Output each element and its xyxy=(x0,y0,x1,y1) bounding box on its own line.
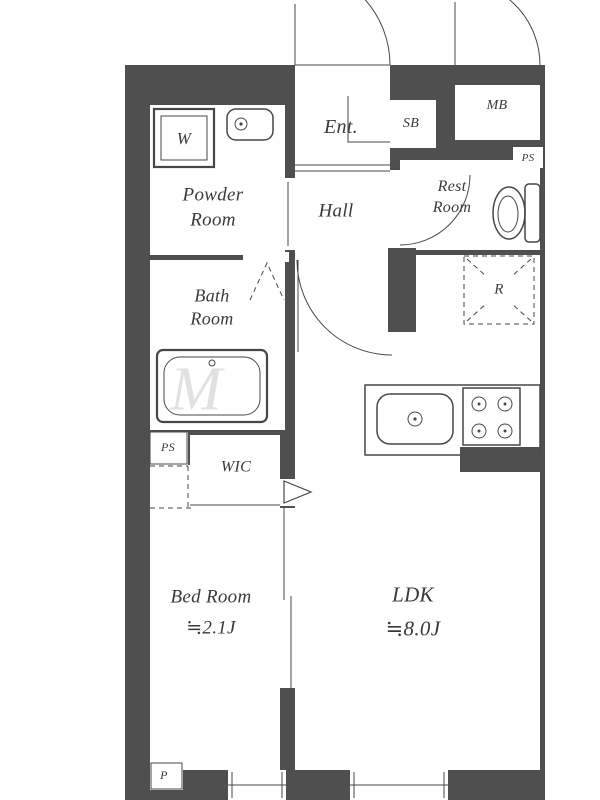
restroom-door-arc-icon xyxy=(399,174,471,246)
wall-blocks xyxy=(388,248,416,332)
box-outlines xyxy=(149,431,188,790)
entrance-door-swing-icon xyxy=(294,0,541,66)
windows-icon xyxy=(228,772,448,798)
room-label-bath-room: Bath Room xyxy=(190,285,234,329)
powder-sink-icon xyxy=(226,108,274,141)
room-label-meter-box: MB xyxy=(486,97,508,113)
room-label-entrance: Ent. xyxy=(324,116,358,138)
powder-door-opening xyxy=(285,178,295,250)
room-label-pipe-space-left: PS xyxy=(161,440,175,455)
bed-room-area xyxy=(150,505,280,770)
room-label-pipe-bottom: P xyxy=(160,768,168,783)
bathtub-icon xyxy=(155,348,269,424)
hall-ldk-door-arc-icon xyxy=(296,259,393,356)
bedroom-door-opening xyxy=(280,508,295,688)
pipe-space-left-lower-area xyxy=(150,465,190,510)
room-label-washing-machine: W xyxy=(176,128,192,148)
entrance-hall-area xyxy=(295,65,390,255)
kitchen-sink-icon xyxy=(376,393,454,445)
wic-area xyxy=(190,435,280,505)
room-label-wic: WIC xyxy=(220,458,252,476)
room-label-powder-room: Powder Room xyxy=(182,184,244,230)
bath-door-opening xyxy=(243,252,289,262)
shoe-box-area xyxy=(388,100,436,148)
room-label-ldk: LDK ≒8.0J xyxy=(385,582,441,640)
room-label-rest-room: Rest Room xyxy=(432,178,472,216)
refrigerator-icon xyxy=(463,255,535,325)
ldk-area xyxy=(295,255,540,770)
bedroom-sliding-door-icon xyxy=(283,508,292,688)
toilet-icon xyxy=(492,183,541,243)
bath-room-area xyxy=(150,260,285,430)
kitchen-wall-block xyxy=(460,447,540,472)
room-label-bed-room: Bed Room ≒2.1J xyxy=(170,586,252,639)
room-label-refrigerator: R xyxy=(494,281,504,298)
bathroom-folding-door-icon xyxy=(249,261,285,301)
meter-box-area xyxy=(455,85,540,140)
wic-door-icon xyxy=(283,480,313,504)
room-label-pipe-space-right: PS xyxy=(521,151,535,164)
pipe-space-left-area xyxy=(150,432,188,465)
room-label-shoe-box: SB xyxy=(402,115,420,131)
rooms xyxy=(150,65,543,800)
rest-room-door-opening xyxy=(386,170,402,248)
washing-machine-icon xyxy=(152,107,216,169)
pipe-bottom-area xyxy=(150,763,183,790)
kitchen-counter xyxy=(364,384,541,456)
powder-room-area xyxy=(150,105,285,255)
stove-icon xyxy=(462,387,521,446)
room-label-hall: Hall xyxy=(318,200,354,222)
